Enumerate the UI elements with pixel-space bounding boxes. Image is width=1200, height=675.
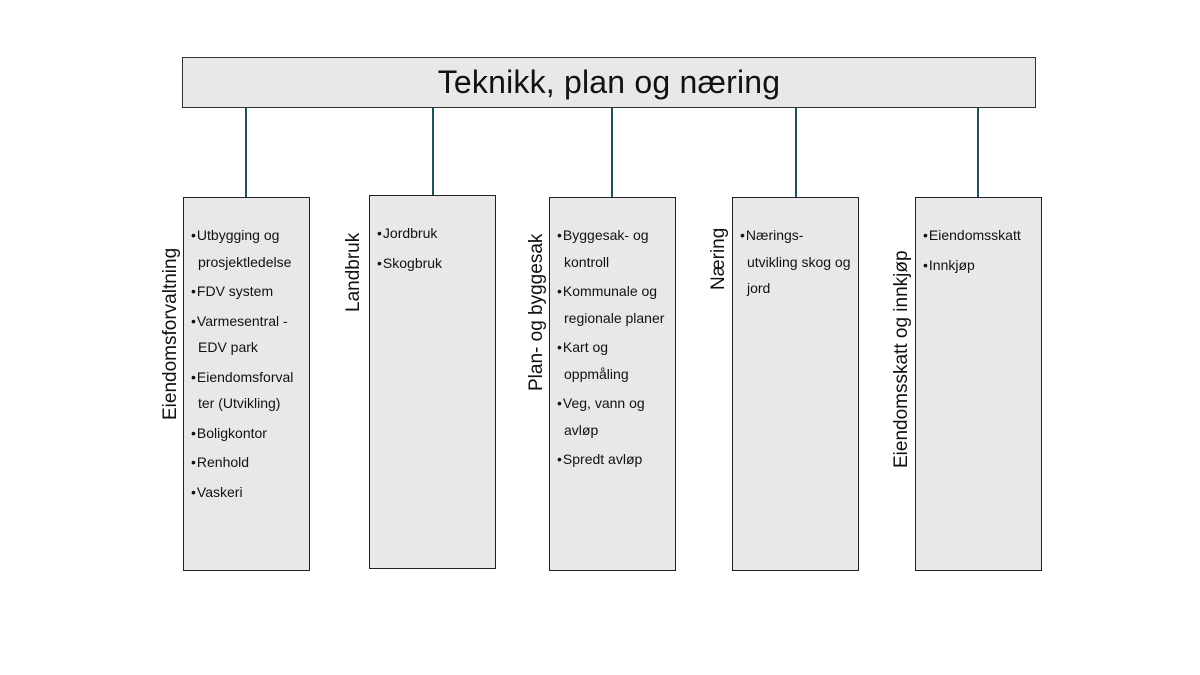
list-item: Boligkontor [191,420,305,447]
unit-item-list: Jordbruk Skogbruk [377,220,491,279]
unit-item-list: Nærings- utvikling skog og jord [740,222,854,305]
list-item: Innkjøp [923,252,1037,279]
list-item: Veg, vann og avløp [557,390,671,443]
unit-box-landbruk: Jordbruk Skogbruk [369,195,496,569]
connector-eiendomsskatt-og-innkjop [977,108,979,197]
unit-box-eiendomsforvaltning: Utbygging og prosjektledelse FDV system … [183,197,310,571]
unit-item-list: Eiendomsskatt Innkjøp [923,222,1037,281]
list-item: Kart og oppmåling [557,334,671,387]
unit-box-naering: Nærings- utvikling skog og jord [732,197,859,571]
list-item: Varmesentral - EDV park [191,308,305,361]
connector-landbruk [432,108,434,195]
org-title: Teknikk, plan og næring [437,64,781,100]
connector-plan-og-byggesak [611,108,613,197]
unit-box-eiendomsskatt-og-innkjop: Eiendomsskatt Innkjøp [915,197,1042,571]
unit-item-list: Byggesak- og kontroll Kommunale og regio… [557,222,671,476]
list-item: Vaskeri [191,479,305,506]
unit-item-list: Utbygging og prosjektledelse FDV system … [191,222,305,508]
list-item: Spredt avløp [557,446,671,473]
connector-naering [795,108,797,197]
list-item: Jordbruk [377,220,491,247]
list-item: Eiendomsforval ter (Utvikling) [191,364,305,417]
list-item: Renhold [191,449,305,476]
unit-label-naering: Næring [708,227,729,290]
unit-label-eiendomsforvaltning: Eiendomsforvaltning [160,247,181,420]
unit-label-eiendomsskatt-og-innkjop: Eiendomsskatt og innkjøp [891,250,912,468]
list-item: Byggesak- og kontroll [557,222,671,275]
list-item: Nærings- utvikling skog og jord [740,222,854,302]
unit-label-plan-og-byggesak: Plan- og byggesak [526,233,547,391]
unit-label-landbruk: Landbruk [343,232,364,312]
list-item: FDV system [191,278,305,305]
unit-box-plan-og-byggesak: Byggesak- og kontroll Kommunale og regio… [549,197,676,571]
connector-eiendomsforvaltning [245,108,247,197]
list-item: Eiendomsskatt [923,222,1037,249]
list-item: Skogbruk [377,250,491,277]
list-item: Kommunale og regionale planer [557,278,671,331]
list-item: Utbygging og prosjektledelse [191,222,305,275]
org-top-node: Teknikk, plan og næring [182,57,1036,108]
